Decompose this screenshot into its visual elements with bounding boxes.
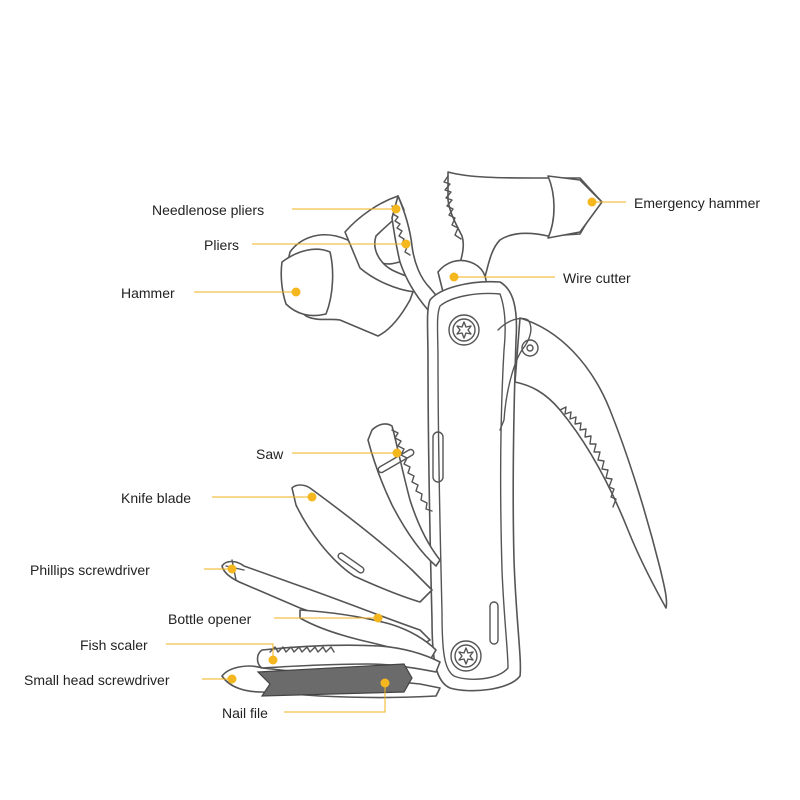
- dot-nail-file: [380, 678, 390, 688]
- label-phillips-screwdriver: Phillips screwdriver: [30, 562, 150, 578]
- leader-fish-scaler: [166, 643, 274, 660]
- saw-slot: [377, 448, 415, 474]
- hammer-face: [280, 248, 334, 317]
- pliers-jaw-upper: [344, 195, 421, 293]
- pick-serration: [559, 406, 617, 508]
- lock-pin-inner: [526, 344, 534, 352]
- handle: [426, 280, 522, 692]
- fish-scaler-teeth: [269, 646, 335, 653]
- dot-saw: [392, 448, 402, 458]
- dot-phillips-screwdriver: [227, 564, 237, 574]
- torx-screw-top-ring: [452, 318, 476, 342]
- dot-small-head-screwdriver: [227, 674, 237, 684]
- dot-bottle-opener: [373, 613, 383, 623]
- dot-wire-cutter: [449, 272, 459, 282]
- label-hammer: Hammer: [121, 285, 175, 301]
- label-fish-scaler: Fish scaler: [80, 637, 148, 653]
- leader-nail-file: [284, 683, 386, 713]
- label-saw: Saw: [256, 446, 284, 462]
- torx-screw-bottom-star: [458, 647, 474, 665]
- dot-needlenose-pliers: [391, 204, 401, 214]
- label-knife-blade: Knife blade: [121, 490, 192, 506]
- nail-file-shape: [256, 663, 413, 697]
- label-nail-file: Nail file: [222, 705, 268, 721]
- handle-slot-bottom: [489, 601, 499, 645]
- handle-slot-top: [432, 431, 444, 483]
- callout-dots: [227, 197, 597, 688]
- torx-screw-top-star: [456, 321, 472, 339]
- pick-blade: [514, 317, 668, 609]
- saw-teeth: [391, 429, 433, 512]
- label-pliers: Pliers: [204, 237, 240, 253]
- torx-screw-bottom: [450, 640, 482, 672]
- dot-fish-scaler: [268, 655, 278, 665]
- label-emergency-hammer: Emergency hammer: [634, 195, 761, 211]
- callouts-layer: [166, 201, 626, 713]
- dot-emergency-hammer: [587, 197, 597, 207]
- label-wire-cutter: Wire cutter: [563, 270, 631, 286]
- lock-pin: [521, 339, 539, 357]
- label-small-head-screwdriver: Small head screwdriver: [24, 672, 170, 688]
- torx-screw-bottom-ring: [454, 644, 478, 668]
- dot-hammer: [291, 287, 301, 297]
- handle-side-plate: [497, 317, 532, 431]
- label-needlenose-pliers: Needlenose pliers: [152, 202, 265, 218]
- saw-blade: [367, 423, 441, 567]
- knife-nail-nick: [337, 552, 365, 574]
- hammer-claw-teeth: [443, 175, 462, 240]
- label-bottle-opener: Bottle opener: [168, 611, 252, 627]
- emergency-hammer-cap: [547, 175, 603, 239]
- knife-blade-shape: [291, 484, 433, 603]
- dot-knife-blade: [307, 492, 317, 502]
- dot-pliers: [401, 239, 411, 249]
- torx-screw-top: [448, 314, 480, 346]
- multitool-illustration: [221, 171, 668, 699]
